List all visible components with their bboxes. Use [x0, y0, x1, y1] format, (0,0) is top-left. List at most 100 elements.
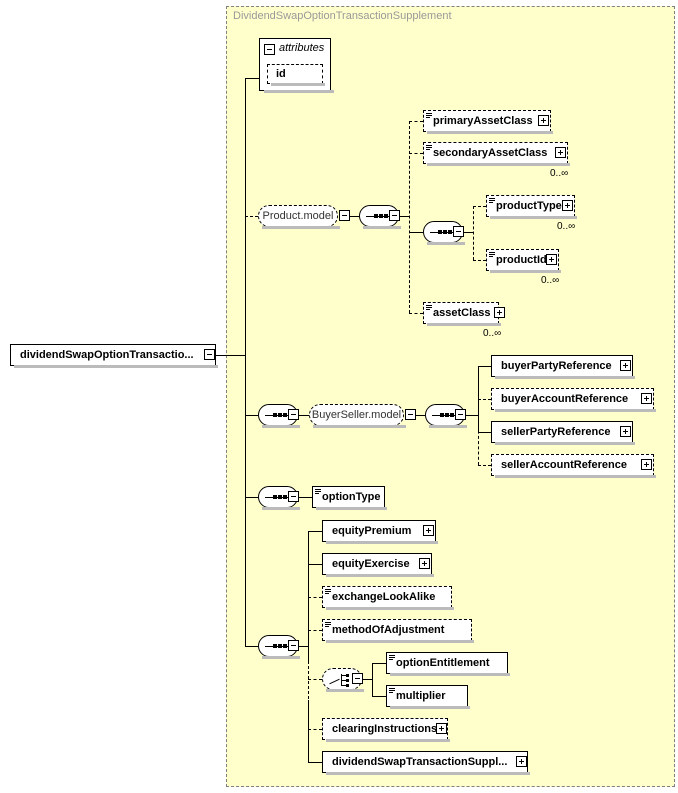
root-element-box[interactable]: dividendSwapOptionTransactio...	[10, 344, 218, 368]
buyeraccountreference-expander-plus[interactable]	[641, 393, 652, 404]
sequence-glyph-dot	[384, 214, 388, 218]
choice-expander-minus[interactable]	[352, 673, 363, 684]
product-subsequence-expander-minus[interactable]	[453, 226, 464, 237]
choice-glyph-dot	[346, 679, 349, 682]
node-buyeraccountreference[interactable]: buyerAccountReference	[491, 388, 656, 412]
connector-buyerpartyreference	[478, 366, 491, 367]
box-shadow	[495, 442, 635, 445]
assetclass-expander-plus[interactable]	[494, 307, 505, 318]
node-methodofadjustment[interactable]: methodOfAdjustment	[322, 619, 474, 643]
equityexercise-expander-plus[interactable]	[419, 558, 430, 569]
cardinality-productid: 0..∞	[541, 275, 560, 286]
node-equityexercise[interactable]: equityExercise	[322, 553, 434, 577]
node-multiplier[interactable]: multiplier	[386, 685, 470, 709]
connector-trunk-optiontype	[245, 497, 258, 498]
node-equitypremium[interactable]: equityPremium	[322, 520, 438, 544]
node-label: sellerAccountReference	[501, 459, 627, 471]
branch-bottom-solid-bottom	[308, 700, 309, 762]
buyerseller-outer-expander-minus[interactable]	[288, 409, 299, 420]
sequence-glyph-dot	[278, 495, 282, 499]
choice-glyph-vertical	[341, 674, 342, 686]
box-shadow	[14, 365, 218, 368]
product-model-expander-minus[interactable]	[339, 210, 350, 221]
buyerseller-model-expander-minus[interactable]	[405, 409, 416, 420]
node-buyerpartyreference[interactable]: buyerPartyReference	[491, 355, 635, 379]
node-label: equityExercise	[332, 558, 410, 570]
root-expander-minus[interactable]	[204, 349, 215, 360]
node-dividendswaptransactionsupplement[interactable]: dividendSwapTransactionSuppl...	[322, 751, 530, 775]
box-shadow	[490, 216, 577, 219]
sequence-glyph-dot	[273, 495, 277, 499]
node-sellerpartyreference[interactable]: sellerPartyReference	[491, 421, 635, 445]
node-selleraccountreference[interactable]: sellerAccountReference	[491, 454, 656, 478]
sequence-glyph-dot	[283, 413, 287, 417]
attribute-id[interactable]: id	[267, 64, 325, 86]
productid-expander-plus[interactable]	[546, 254, 557, 265]
sequence-glyph-dot	[450, 413, 454, 417]
primaryassetclass-expander-plus[interactable]	[538, 115, 549, 126]
node-label: equityPremium	[332, 525, 412, 537]
node-assetclass[interactable]: assetClass	[423, 302, 501, 326]
buyerseller-inner-expander-minus[interactable]	[455, 409, 466, 420]
producttype-expander-plus[interactable]	[562, 200, 573, 211]
main-sequence-expander-minus[interactable]	[288, 640, 299, 651]
node-primaryassetclass[interactable]: primaryAssetClass	[423, 110, 553, 134]
node-productid[interactable]: productId	[486, 249, 561, 273]
attributes-expander-minus[interactable]	[264, 44, 275, 55]
clearinginstructions-expander-plus[interactable]	[436, 723, 447, 734]
box-shadow	[427, 242, 465, 245]
box-shadow	[390, 706, 470, 709]
box-shadow	[495, 475, 656, 478]
group-ref-product-model-label: Product.model	[262, 210, 334, 222]
node-label: optionEntitlement	[396, 657, 490, 669]
node-exchangelookalike[interactable]: exchangeLookAlike	[322, 586, 454, 610]
sequence-glyph-dot	[273, 644, 277, 648]
connector-dividendswaptransactionsupplement	[308, 762, 322, 763]
connector-product-subseq	[409, 232, 423, 233]
box-shadow	[490, 270, 561, 273]
node-label: sellerPartyReference	[501, 426, 611, 438]
group-ref-product-model[interactable]: Product.model	[258, 205, 340, 229]
dividendswaptransactionsupplement-expander-plus[interactable]	[516, 756, 527, 767]
connector-secondaryassetclass	[409, 153, 423, 154]
node-optiontype[interactable]: optionType	[312, 486, 387, 510]
connector-choice	[308, 679, 322, 680]
box-shadow	[390, 673, 510, 676]
connector-subseq-branch	[464, 232, 473, 233]
element-icon	[426, 113, 432, 119]
box-shadow	[427, 131, 553, 134]
node-producttype[interactable]: productType	[486, 195, 577, 219]
node-label: productId	[496, 254, 547, 266]
box-shadow	[262, 656, 300, 659]
box-shadow	[326, 772, 530, 775]
node-secondaryassetclass[interactable]: secondaryAssetClass	[423, 142, 570, 166]
connector-gref-innerseq	[416, 415, 425, 416]
trunk-vertical	[245, 78, 246, 646]
sellerpartyreference-expander-plus[interactable]	[620, 426, 631, 437]
connector-sellerpartyreference	[478, 432, 491, 433]
cardinality-producttype: 0..∞	[557, 221, 576, 232]
box-shadow	[429, 425, 467, 428]
node-clearinginstructions[interactable]: clearingInstructions	[322, 718, 450, 742]
node-optionentitlement[interactable]: optionEntitlement	[386, 652, 510, 676]
sequence-glyph-dot	[283, 644, 287, 648]
equitypremium-expander-plus[interactable]	[423, 525, 434, 536]
connector-buyeraccountreference	[478, 399, 491, 400]
box-shadow	[326, 739, 450, 742]
connector-productmodel-seq	[350, 216, 359, 217]
box-shadow	[363, 226, 401, 229]
buyerpartyreference-expander-plus[interactable]	[620, 360, 631, 371]
element-icon	[426, 145, 432, 151]
group-ref-buyer-seller-model[interactable]: BuyerSeller.model	[309, 404, 406, 428]
optiontype-sequence-expander-minus[interactable]	[288, 491, 299, 502]
product-sequence-expander-minus[interactable]	[389, 210, 400, 221]
attribute-id-label: id	[276, 68, 286, 80]
connector-innerseq-branch	[466, 415, 478, 416]
group-ref-buyer-seller-label: BuyerSeller.model	[311, 409, 402, 421]
connector-methodofadjustment	[308, 630, 322, 631]
box-shadow	[262, 507, 300, 510]
secondaryassetclass-expander-plus[interactable]	[555, 147, 566, 158]
selleraccountreference-expander-plus[interactable]	[641, 459, 652, 470]
connector-productseq-branch	[400, 216, 409, 217]
